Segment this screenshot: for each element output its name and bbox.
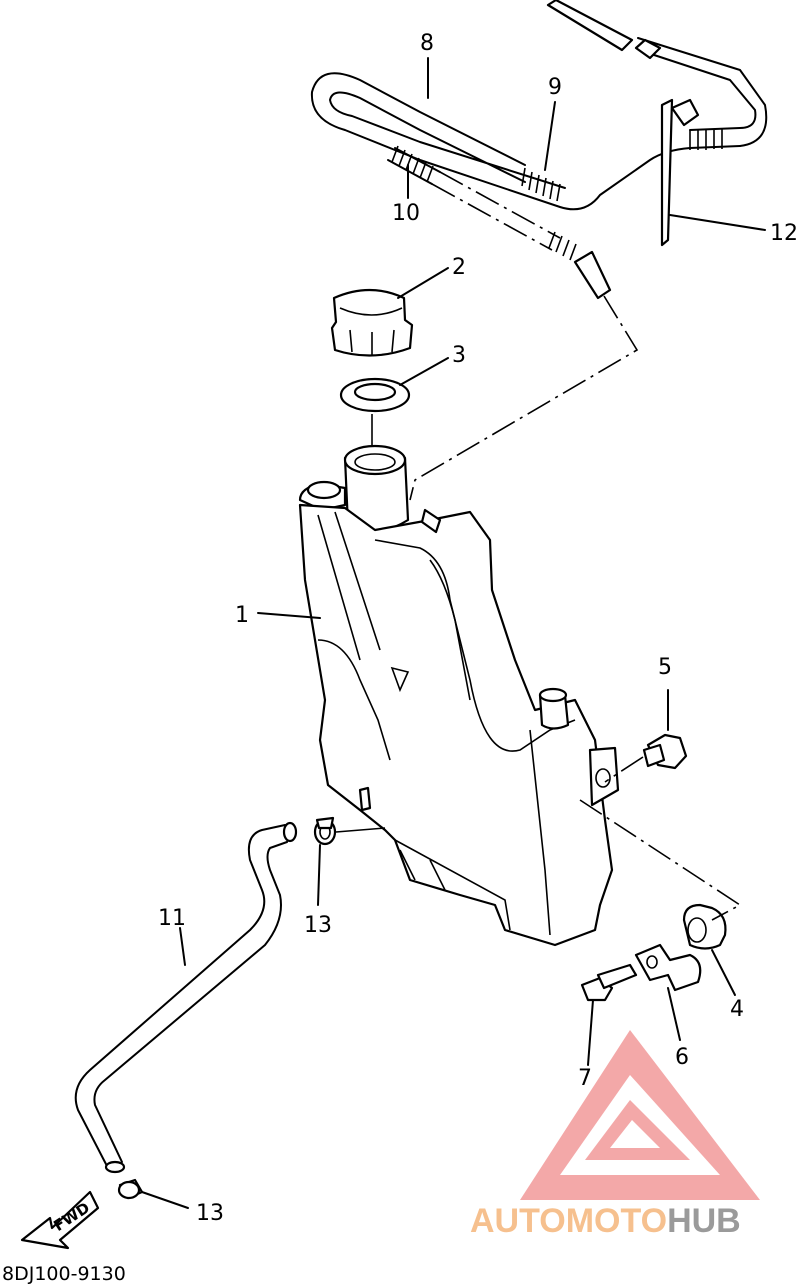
callout-4: 4: [730, 997, 744, 1022]
bracket-6: [634, 943, 702, 1041]
callout-5: 5: [658, 655, 672, 680]
callout-13-upper: 13: [304, 913, 332, 938]
watermark-brand-a: AUTOMOTO: [470, 1202, 667, 1240]
gasket-3: [339, 357, 449, 445]
part-code: 8DJ100-9130: [2, 1263, 126, 1284]
callout-7: 7: [578, 1066, 592, 1091]
hose-11: [74, 821, 298, 1174]
callout-8: 8: [420, 31, 434, 56]
fwd-arrow-icon: FWD: [20, 1190, 100, 1250]
bolt-5: [604, 689, 688, 783]
callout-11: 11: [158, 906, 186, 931]
clamp-13-lower: [117, 1178, 189, 1209]
bolt-7: [580, 963, 638, 1066]
callout-2: 2: [452, 255, 466, 280]
callout-1: 1: [235, 603, 249, 628]
callout-6: 6: [675, 1045, 689, 1070]
callout-13-lower: 13: [196, 1201, 224, 1226]
damper-4: [579, 799, 742, 996]
callout-9: 9: [548, 75, 562, 100]
hose-10: [387, 145, 639, 501]
watermark-logo: [520, 1030, 760, 1200]
hose-8: [310, 37, 768, 211]
stay-12: [660, 98, 766, 247]
watermark-brand-b: HUB: [667, 1202, 741, 1240]
callout-12: 12: [770, 221, 798, 246]
tank-cap-2: [330, 267, 449, 357]
tube-top: [546, 0, 662, 60]
reservoir-tank-1: [298, 444, 620, 947]
callout-10: 10: [392, 201, 420, 226]
callout-3: 3: [452, 343, 466, 368]
clamp-13-upper: [313, 816, 386, 906]
watermark-brand: AUTOMOTOHUB: [470, 1202, 741, 1240]
